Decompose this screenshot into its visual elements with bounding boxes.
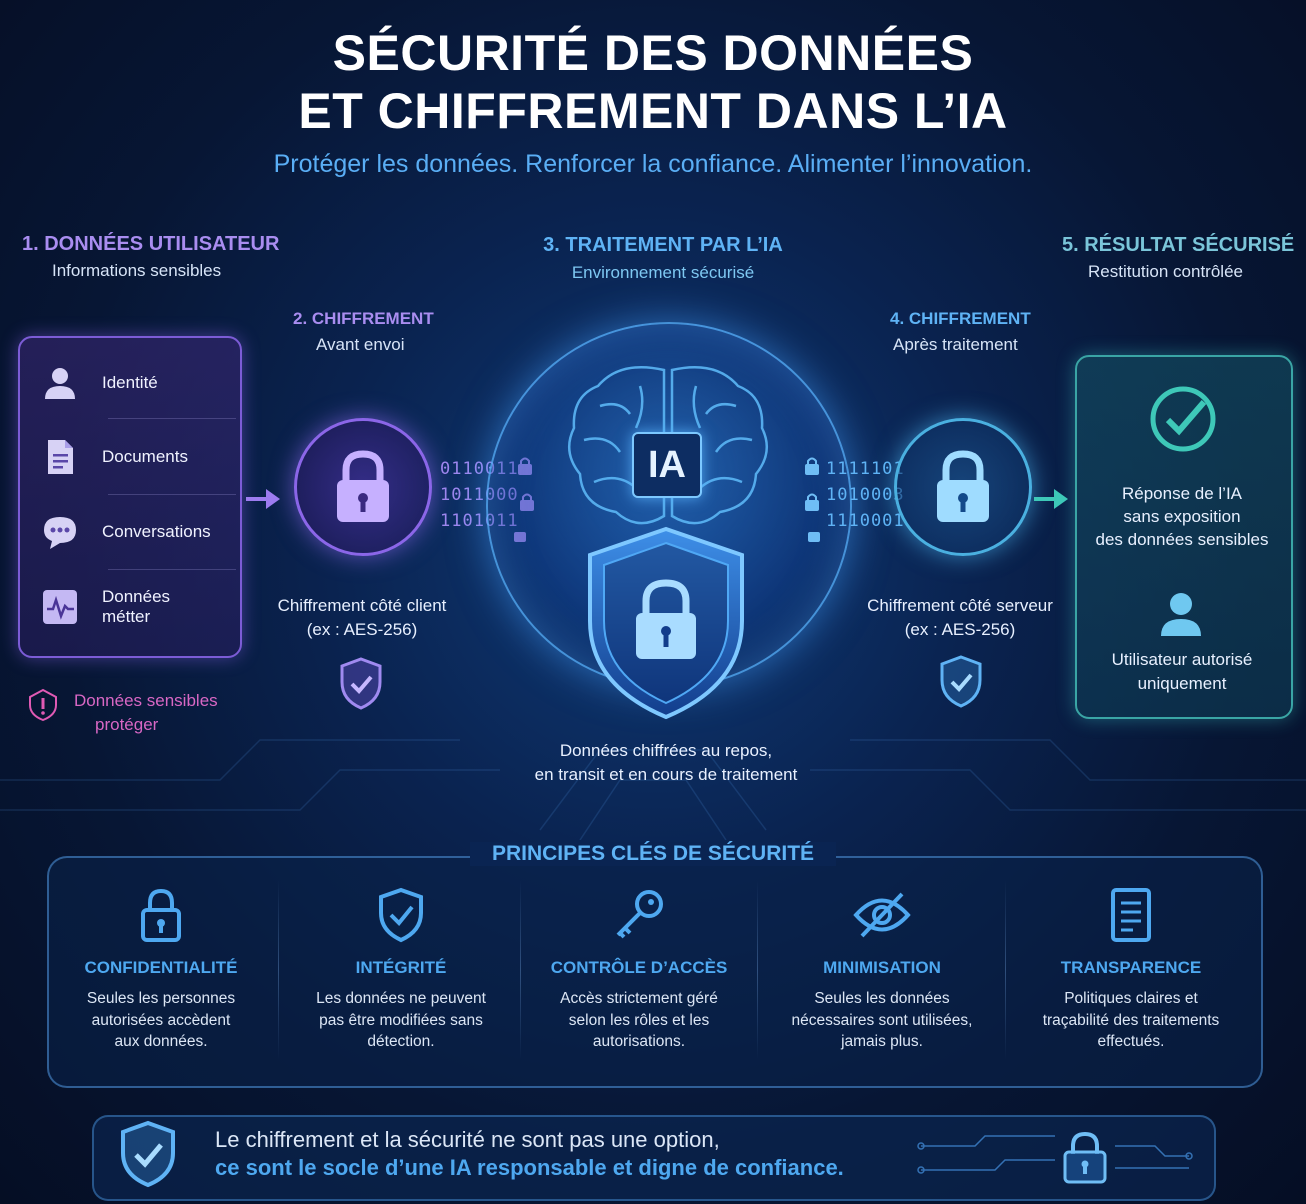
central-shield-lock-icon (588, 526, 744, 720)
shield-check-icon (296, 886, 506, 944)
alert-lock-icon (27, 688, 59, 727)
user-item-label: Données métter (102, 587, 171, 626)
ai-chip: IA (632, 432, 702, 498)
divider (108, 494, 236, 495)
stage5-subtitle: Restitution contrôlée (1088, 262, 1243, 281)
user-item-label: Documents (102, 447, 188, 466)
stage3-description: Données chiffrées au repos, en transit e… (534, 741, 798, 784)
stage5-title: 5. RÉSULTAT SÉCURISÉ (1062, 234, 1295, 256)
stage1-title: 1. DONNÉES UTILISATEUR (22, 233, 280, 255)
user-item-documents: Documents (40, 434, 220, 480)
activity-chart-icon (40, 587, 80, 627)
chat-bubble-icon (40, 512, 80, 552)
circuit-background (0, 739, 1306, 840)
page-title: SÉCURITÉ DES DONNÉES ET CHIFFREMENT DANS… (298, 25, 1008, 139)
arrow-right-icon (1034, 489, 1068, 509)
client-encryption-lock (294, 418, 432, 556)
secure-result-card (1075, 355, 1293, 719)
server-encryption-lock (894, 418, 1032, 556)
authorized-user-icon (1161, 593, 1201, 636)
footer-line2: ce sont le socle d’une IA responsable et… (215, 1155, 844, 1180)
page-subtitle: Protéger les données. Renforcer la confi… (273, 150, 1033, 178)
stage4-description: Chiffrement côté serveur (ex : AES-256) (867, 596, 1053, 639)
principles-title: PRINCIPES CLÉS DE SÉCURITÉ (470, 842, 836, 866)
divider (108, 418, 236, 419)
user-item-conversations: Conversations (40, 509, 220, 555)
user-item-label: Identité (102, 373, 158, 392)
user-item-identity: Identité (40, 360, 220, 406)
document-icon (40, 437, 80, 477)
stage2-description: Chiffrement côté client (ex : AES-256) (277, 596, 447, 639)
padlock-icon (937, 450, 989, 522)
divider (278, 880, 279, 1060)
stage1-subtitle: Informations sensibles (52, 261, 222, 280)
user-icon (40, 363, 80, 403)
stage2-subtitle: Avant envoi (316, 335, 405, 354)
arrow-right-icon (246, 489, 280, 509)
eye-slash-icon (774, 886, 990, 944)
principle-integrity: INTÉGRITÉ Les données ne peuvent pas êtr… (296, 886, 506, 1076)
divider (520, 880, 521, 1060)
principle-minimisation: MINIMISATION Seules les données nécessai… (774, 886, 990, 1076)
footer-banner (92, 1115, 1216, 1201)
shield-check-icon (940, 655, 982, 708)
circuit-lock-icon (917, 1131, 1193, 1184)
stage3-title: 3. TRAITEMENT PAR L’IA (543, 234, 783, 256)
stage4-title: 4. CHIFFREMENT (890, 309, 1031, 328)
user-item-label: Conversations (102, 522, 211, 541)
footer-line1: Le chiffrement et la sécurité ne sont pa… (215, 1127, 720, 1152)
stage3-subtitle: Environnement sécurisé (571, 263, 755, 282)
small-lock-icons (805, 457, 820, 542)
principle-confidentiality: CONFIDENTIALITÉ Seules les personnes aut… (60, 886, 262, 1076)
divider (108, 569, 236, 570)
check-circle-icon (1150, 386, 1216, 452)
stage4-subtitle: Après traitement (893, 335, 1018, 354)
shield-check-icon (340, 657, 382, 710)
document-list-icon (1020, 886, 1242, 944)
shield-check-icon (121, 1120, 175, 1188)
principle-transparency: TRANSPARENCE Politiques claires et traça… (1020, 886, 1242, 1076)
padlock-icon (337, 450, 389, 522)
stage5-response-text: Réponse de l’IA sans exposition des donn… (1095, 484, 1269, 549)
divider (757, 880, 758, 1060)
brain-icon (567, 366, 769, 525)
ai-chip-label: IA (648, 444, 686, 486)
sensitive-data-note: Données sensibles protéger (74, 691, 218, 734)
key-icon (536, 886, 742, 944)
padlock-icon (60, 886, 262, 944)
principle-access-control: CONTRÔLE D’ACCÈS Accès strictement géré … (536, 886, 742, 1076)
user-item-business-data: Données métter (40, 584, 220, 630)
stage5-user-text: Utilisateur autorisé uniquement (1111, 650, 1253, 693)
stage2-title: 2. CHIFFREMENT (293, 309, 434, 328)
divider (1005, 880, 1006, 1060)
binary-stream-right: 1111101 1010003 1110001 (826, 459, 905, 531)
user-data-card: Identité Documents Conversations Données… (18, 336, 242, 658)
